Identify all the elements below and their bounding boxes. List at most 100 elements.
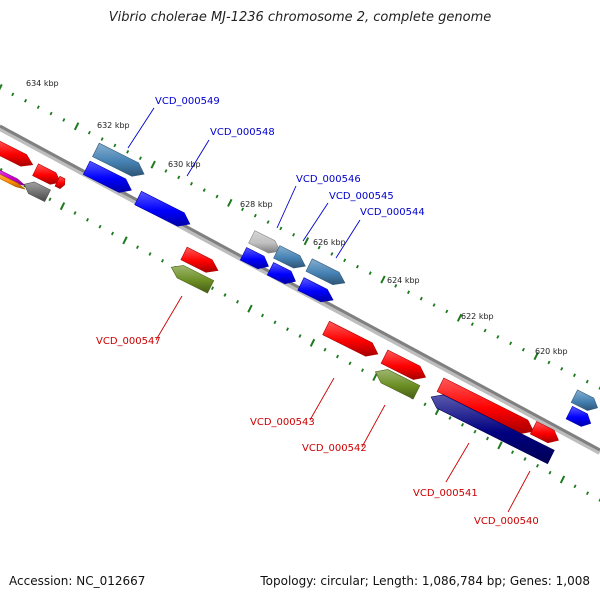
map-title: Vibrio cholerae MJ-1236 chromosome 2, co… <box>108 10 492 25</box>
minor-tick <box>49 111 53 116</box>
minor-tick <box>496 335 500 339</box>
major-tick <box>456 313 463 322</box>
gene-callout-line <box>127 107 155 149</box>
minor-tick <box>473 429 477 434</box>
major-tick <box>380 275 386 284</box>
minor-tick <box>202 188 206 192</box>
gene-label-vcd-000545: VCD_000545 <box>329 191 394 202</box>
minor-tick <box>135 245 140 250</box>
gene-vcd-000547 <box>180 246 219 273</box>
minor-tick <box>510 450 515 455</box>
gene-callout-line <box>445 442 470 483</box>
tick-label: 626 kbp <box>313 238 346 247</box>
major-tick <box>122 236 128 245</box>
gene-vcd-000544 <box>305 258 346 286</box>
gene-vcd-000545 <box>273 245 306 269</box>
major-tick <box>372 372 378 382</box>
minor-tick <box>253 213 257 218</box>
gene-red <box>0 140 34 167</box>
minor-tick <box>298 334 302 338</box>
gene-label-vcd-000542: VCD_000542 <box>302 443 367 454</box>
gene-callout-line <box>186 139 210 177</box>
gene-label-vcd-000540: VCD_000540 <box>474 516 539 527</box>
major-tick <box>309 338 316 347</box>
minor-tick <box>355 264 359 269</box>
minor-tick <box>335 354 340 359</box>
minor-tick <box>572 373 576 378</box>
minor-tick <box>348 361 352 366</box>
minor-tick <box>285 327 290 332</box>
gene-callout-line <box>335 219 361 259</box>
minor-tick <box>87 130 91 135</box>
minor-tick <box>423 402 427 407</box>
minor-tick <box>343 258 347 263</box>
tick-label: 632 kbp <box>97 121 130 130</box>
major-tick <box>247 304 253 313</box>
minor-tick <box>164 169 168 173</box>
gene-callout-line <box>276 185 297 229</box>
minor-tick <box>11 92 15 97</box>
gene-blue <box>266 262 296 285</box>
minor-tick <box>485 436 490 441</box>
minor-tick <box>585 491 590 496</box>
minor-tick <box>241 207 245 212</box>
minor-tick <box>432 303 436 307</box>
topology-stats: Topology: circular; Length: 1,086,784 bp… <box>260 574 590 588</box>
minor-tick <box>279 226 283 231</box>
gene-blue <box>297 277 334 303</box>
minor-tick <box>113 143 117 148</box>
gene-magenta <box>0 169 26 186</box>
minor-tick <box>24 98 28 103</box>
minor-tick <box>100 137 104 141</box>
tick-label: 620 kbp <box>535 347 568 356</box>
gene-label-vcd-000541: VCD_000541 <box>413 488 478 499</box>
minor-tick <box>273 320 277 325</box>
minor-tick <box>177 175 181 180</box>
accession-text: Accession: NC_012667 <box>9 574 146 588</box>
minor-tick <box>560 367 564 371</box>
gene-red <box>380 349 427 380</box>
minor-tick <box>36 105 40 109</box>
major-tick <box>0 83 3 91</box>
gene-gray <box>23 181 51 203</box>
tick-label: 622 kbp <box>461 312 494 321</box>
minor-tick <box>62 118 66 122</box>
gene-blue <box>239 247 269 270</box>
minor-tick <box>460 422 465 427</box>
gene-label-vcd-000548: VCD_000548 <box>210 127 275 138</box>
minor-tick <box>73 211 77 215</box>
minor-tick <box>148 252 152 256</box>
minor-tick <box>585 379 589 384</box>
major-tick <box>497 441 503 450</box>
gene-red <box>529 421 559 444</box>
major-tick <box>533 352 539 361</box>
minor-tick <box>573 484 577 489</box>
minor-tick <box>509 341 513 346</box>
minor-tick <box>85 217 90 222</box>
gene-callout-line <box>155 295 183 341</box>
minor-tick <box>98 224 102 229</box>
minor-tick <box>360 368 365 373</box>
minor-tick <box>260 313 265 318</box>
minor-tick <box>189 181 194 186</box>
gene-blue <box>82 160 132 193</box>
minor-tick <box>445 309 449 314</box>
tick-label: 634 kbp <box>26 79 59 88</box>
gene-label-vcd-000547: VCD_000547 <box>96 336 161 347</box>
gene-orange <box>0 173 26 190</box>
gene-steel <box>570 389 599 411</box>
gene-olive <box>170 265 215 294</box>
major-tick <box>227 198 233 207</box>
minor-tick <box>160 258 165 263</box>
minor-tick <box>323 347 327 352</box>
minor-tick <box>483 328 487 333</box>
minor-tick <box>448 416 452 420</box>
major-tick <box>59 202 66 211</box>
minor-tick <box>292 232 296 237</box>
minor-tick <box>419 296 423 301</box>
major-tick <box>73 122 80 131</box>
gene-label-vcd-000546: VCD_000546 <box>296 174 361 185</box>
gene-red-small <box>54 175 66 189</box>
gene-label-vcd-000543: VCD_000543 <box>250 417 315 428</box>
